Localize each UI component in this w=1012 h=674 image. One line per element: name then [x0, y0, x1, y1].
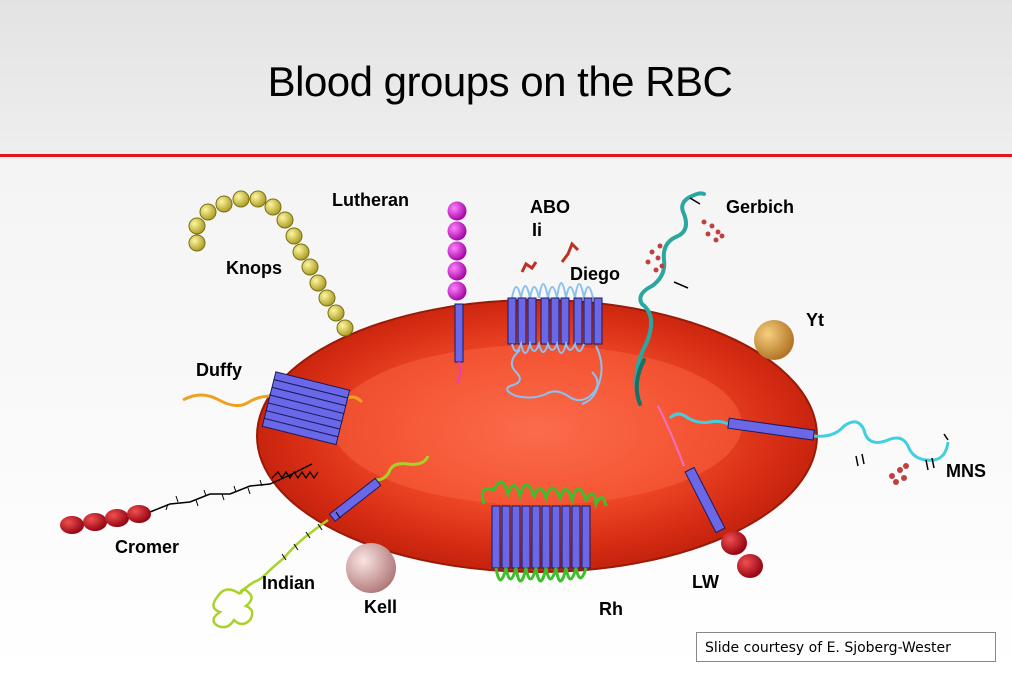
diego-band3-protein	[506, 241, 603, 405]
label-kell: Kell	[364, 597, 398, 617]
label-yt: Yt	[806, 310, 824, 330]
slide-title: Blood groups on the RBC	[267, 58, 733, 105]
cromer-receptor	[60, 463, 319, 534]
red-blood-cell	[256, 299, 818, 573]
rh-protein	[480, 480, 608, 583]
label-rh: Rh	[599, 599, 623, 619]
title-divider	[0, 154, 1012, 157]
indian-cd44	[212, 455, 430, 629]
lw-receptor	[657, 405, 763, 578]
kell-glycoprotein	[346, 543, 396, 593]
label-knops: Knops	[226, 258, 282, 278]
label-lw: LW	[692, 572, 719, 592]
label-ii: Ii	[532, 220, 543, 240]
label-duffy: Duffy	[196, 360, 242, 380]
gerbich-glycophorin	[634, 191, 725, 406]
mns-glycophorin	[668, 412, 950, 485]
slide-credit: Slide courtesy of E. Sjoberg-Wester	[696, 632, 996, 662]
label-abo: ABO	[530, 197, 570, 217]
label-gerbich: Gerbich	[726, 197, 795, 217]
label-mns: MNS	[946, 461, 986, 481]
label-lutheran: Lutheran	[332, 190, 410, 210]
label-indian: Indian	[262, 573, 315, 593]
yt-enzyme	[754, 320, 794, 360]
label-cromer: Cromer	[115, 537, 180, 557]
label-diego: Diego	[570, 264, 621, 284]
duffy-receptor	[182, 371, 364, 446]
lutheran-receptor	[447, 201, 467, 385]
knops-receptor	[188, 190, 354, 337]
